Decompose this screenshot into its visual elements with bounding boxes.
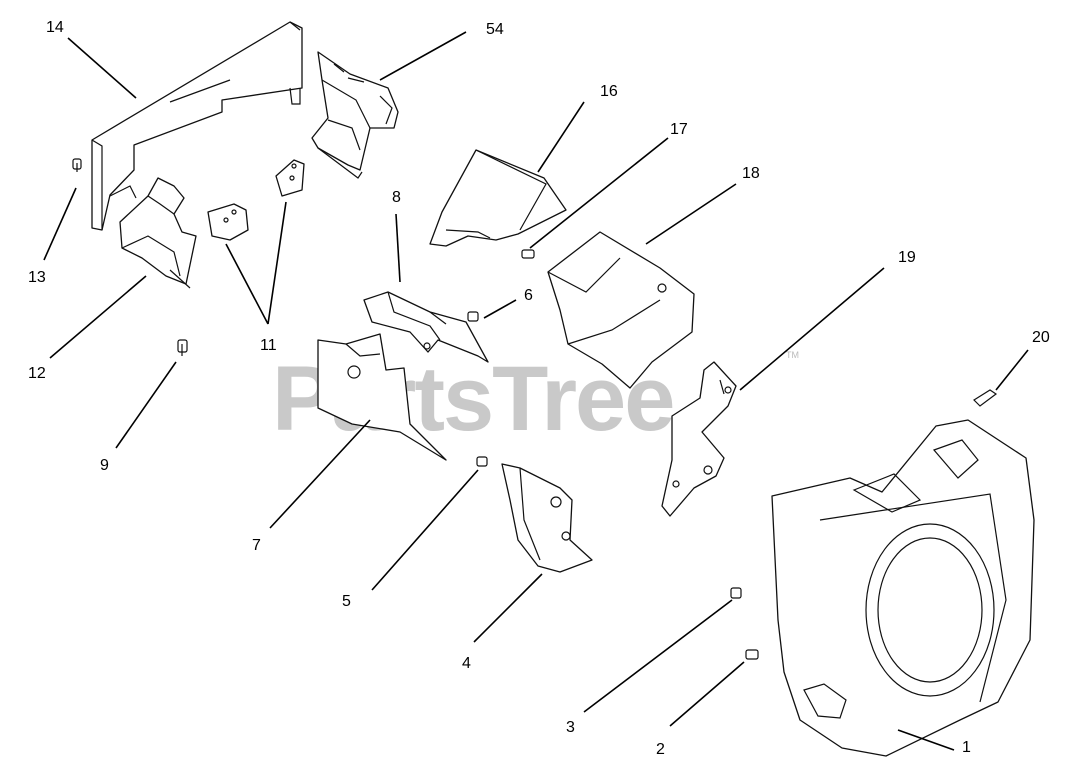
leader-19 [739,267,885,391]
callout-8[interactable]: 8 [392,189,401,206]
leader-lines [43,31,1029,751]
part-8-bracket[interactable] [363,291,489,363]
callout-12[interactable]: 12 [28,365,46,382]
part-2-bolt[interactable] [745,649,759,660]
part-11-plate-right[interactable] [275,159,305,197]
watermark-trademark: TM [786,350,799,360]
callout-3[interactable]: 3 [566,719,575,736]
part-18-cover[interactable] [547,231,695,389]
callout-54[interactable]: 54 [486,21,504,38]
part-11-plate-left[interactable] [207,203,249,241]
callout-5[interactable]: 5 [342,593,351,610]
part-17-bolt[interactable] [521,249,535,259]
leader-13 [43,187,77,261]
callout-9[interactable]: 9 [100,457,109,474]
leader-54 [379,31,467,81]
part-5-bolt[interactable] [476,456,488,467]
part-16-cover[interactable] [429,149,567,247]
leader-3 [583,599,733,713]
callout-1[interactable]: 1 [962,739,971,756]
leader-8 [395,213,401,283]
part-6-bolt[interactable] [467,311,479,322]
callout-7[interactable]: 7 [252,537,261,554]
callout-6[interactable]: 6 [524,287,533,304]
leader-1 [897,729,955,751]
callout-2[interactable]: 2 [656,741,665,758]
leader-20 [995,349,1029,391]
leader-7 [269,419,371,529]
callout-13[interactable]: 13 [28,269,46,286]
part-3-bolt[interactable] [730,587,742,599]
part-7-plate[interactable] [317,333,447,461]
callout-11[interactable]: 11 [260,337,277,354]
callout-19[interactable]: 19 [898,249,916,266]
leader-16 [537,101,585,173]
leader-18 [645,183,737,245]
part-20-bolt[interactable] [973,389,998,407]
callout-4[interactable]: 4 [462,655,471,672]
part-4-bracket[interactable] [501,463,593,573]
leader-11b [267,201,287,325]
leader-4 [473,573,543,643]
leader-2 [669,661,745,727]
leader-5 [371,469,479,591]
leader-11a [225,243,269,325]
callouts: 14 54 16 17 18 8 13 6 19 20 12 11 9 7 5 … [28,19,1050,758]
part-54-bracket[interactable] [311,51,399,179]
leader-14 [67,37,137,99]
callout-16[interactable]: 16 [600,83,618,100]
leader-12 [49,275,147,359]
part-14-bracket[interactable] [91,21,303,231]
leader-17 [529,137,669,249]
part-9-screw[interactable] [177,339,188,356]
part-12-bracket[interactable] [119,177,197,289]
part-1-blower-housing[interactable] [771,419,1035,757]
leader-9 [115,361,177,449]
part-13-screw[interactable] [72,158,82,172]
callout-20[interactable]: 20 [1032,329,1050,346]
callout-18[interactable]: 18 [742,165,760,182]
callout-17[interactable]: 17 [670,121,688,138]
callout-14[interactable]: 14 [46,19,64,36]
part-19-bracket[interactable] [661,361,737,517]
leader-6 [483,299,517,319]
